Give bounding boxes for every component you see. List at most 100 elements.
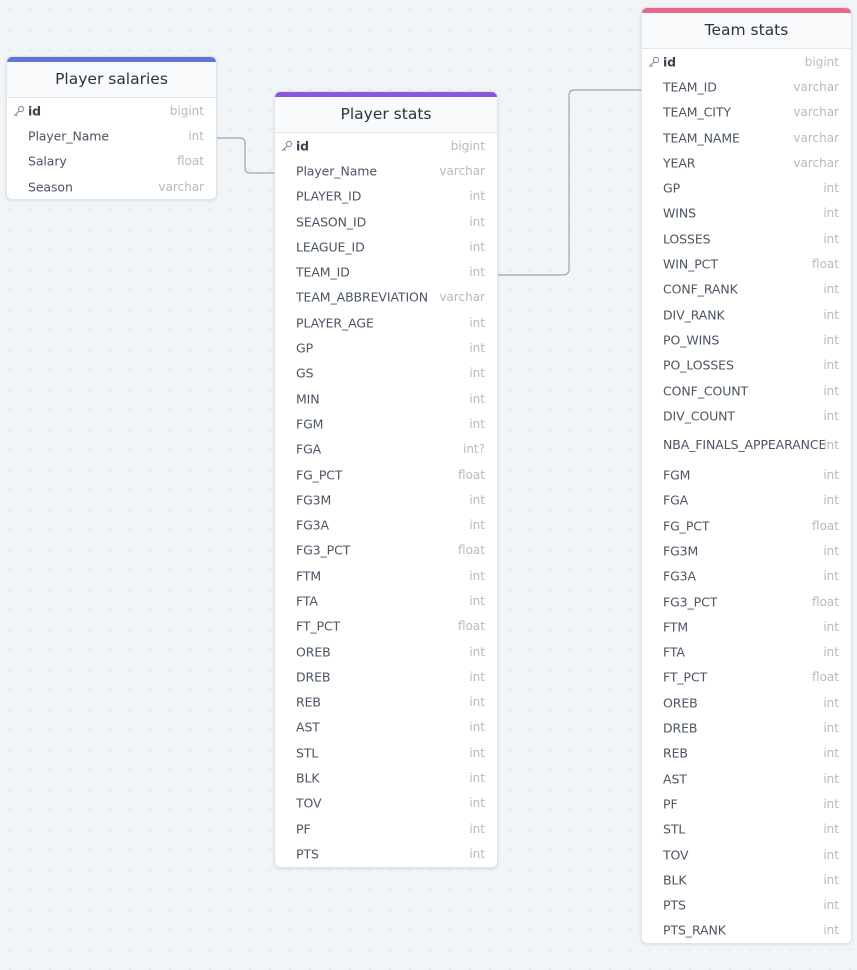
column-name: Player_Name: [28, 128, 109, 144]
column-type: int: [823, 383, 839, 398]
column-row[interactable]: id bigint: [642, 49, 851, 74]
column-name: id: [663, 54, 677, 70]
column-type: int: [823, 619, 839, 634]
column-type: int: [823, 695, 839, 710]
column-type: int?: [462, 442, 485, 457]
column-type: float: [458, 543, 485, 558]
table-title[interactable]: Player stats: [275, 97, 497, 133]
column-type: int: [469, 821, 485, 836]
column-name: PTS: [663, 897, 686, 913]
table-title[interactable]: Player salaries: [7, 62, 216, 98]
column-name: TOV: [296, 795, 322, 811]
column-name: FG_PCT: [296, 467, 343, 482]
column-name: DIV_COUNT: [663, 408, 735, 424]
column-type: int: [823, 569, 839, 584]
column-type: int: [823, 468, 839, 483]
column-type: int: [469, 391, 485, 406]
column-type: int: [823, 771, 839, 786]
column-name: FGM: [296, 416, 324, 432]
column-row[interactable]: AST int: [642, 766, 851, 791]
column-type: int: [469, 315, 485, 330]
column-name: FT_PCT: [663, 669, 708, 685]
column-name: YEAR: [663, 155, 696, 171]
column-type: float: [177, 154, 204, 169]
table-title[interactable]: Team stats: [642, 13, 851, 49]
column-type: int: [823, 438, 839, 453]
column-type: bigint: [804, 54, 839, 69]
column-name: AST: [663, 771, 687, 787]
column-type: int: [469, 644, 485, 659]
